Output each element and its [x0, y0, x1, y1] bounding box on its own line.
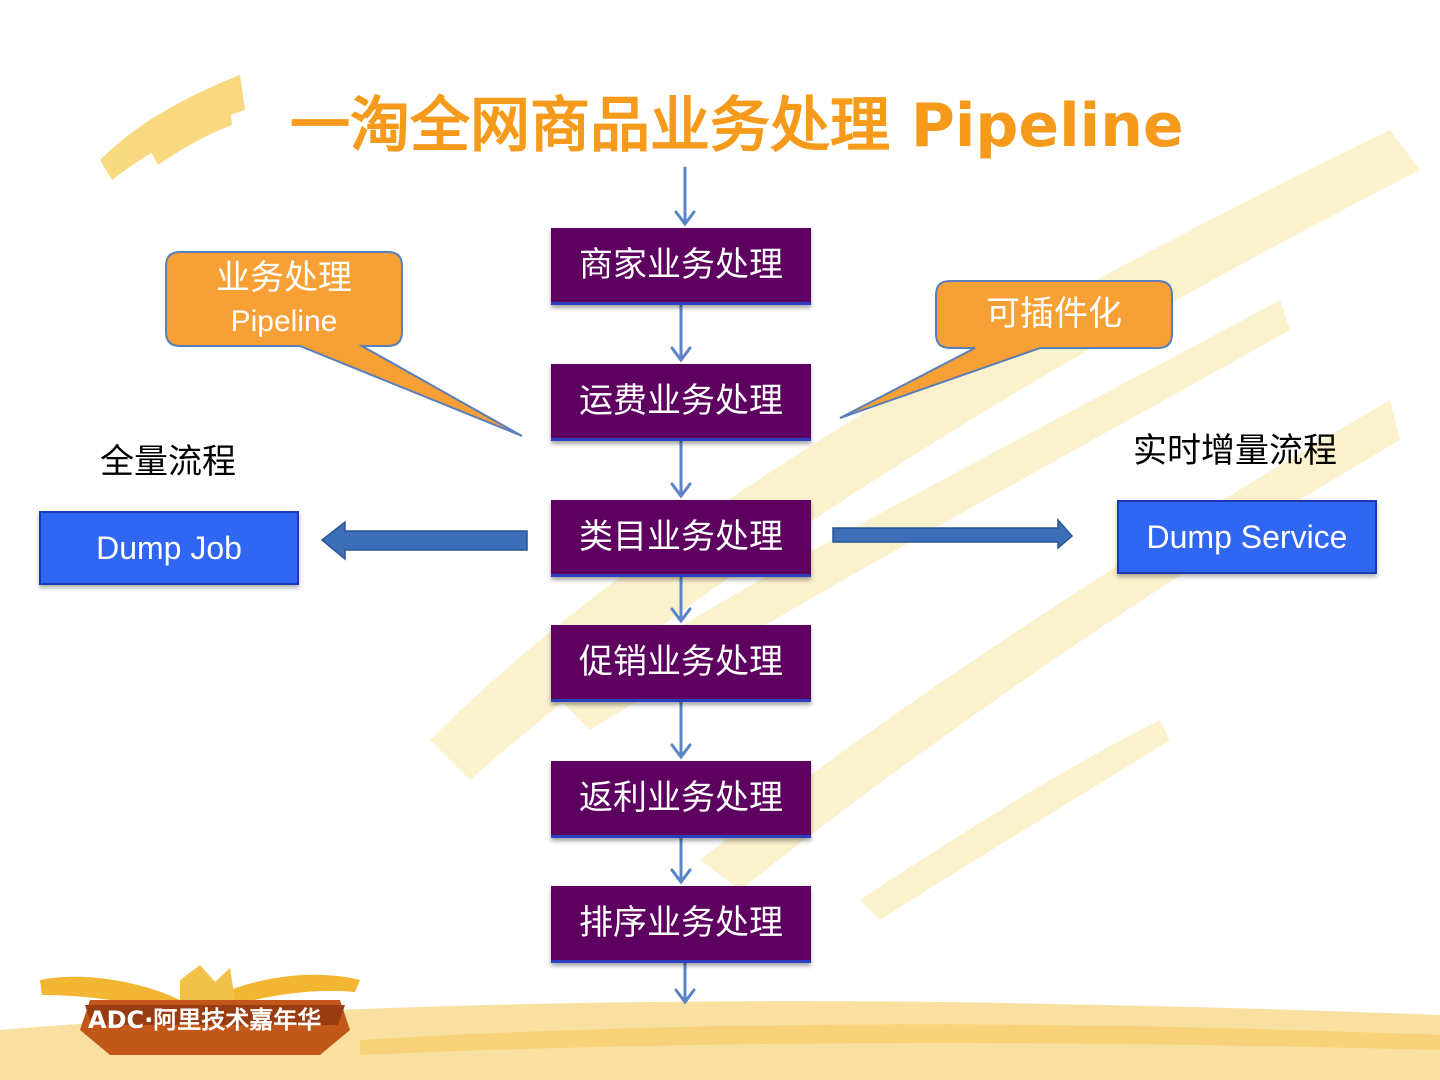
callout-left-shape [165, 251, 523, 437]
step-rebate: 返利业务处理 [551, 761, 811, 838]
logo-text: ADC·阿里技术嘉年华 [88, 1006, 322, 1034]
callout-right-text: 可插件化 [986, 294, 1122, 334]
step-promotion: 促销业务处理 [551, 625, 811, 702]
flow-arrow-5 [670, 836, 692, 885]
step-shipping: 运费业务处理 [551, 364, 811, 441]
slide-title: 一淘全网商品业务处理 Pipeline [290, 91, 1184, 161]
callout-left-line1: 业务处理 [216, 258, 352, 298]
arrow-to-dump-job [320, 520, 528, 561]
incremental-flow-label: 实时增量流程 [1133, 431, 1337, 471]
step-sorting: 排序业务处理 [551, 886, 811, 963]
arrow-to-dump-service [832, 518, 1074, 550]
callout-right-shape [839, 280, 1173, 419]
flow-arrow-out [674, 961, 696, 1005]
flow-arrow-2 [670, 438, 692, 499]
dump-service-box: Dump Service [1117, 500, 1377, 574]
flow-arrow-in [674, 166, 696, 227]
full-flow-label: 全量流程 [100, 442, 236, 482]
flow-arrow-1 [670, 302, 692, 363]
dump-job-box: Dump Job [39, 511, 299, 585]
callout-left-line2: Pipeline [230, 305, 338, 338]
adc-logo [40, 965, 360, 1055]
flow-arrow-4 [670, 699, 692, 760]
step-category: 类目业务处理 [551, 500, 811, 577]
flow-arrow-3 [670, 575, 692, 624]
step-merchant: 商家业务处理 [551, 228, 811, 305]
